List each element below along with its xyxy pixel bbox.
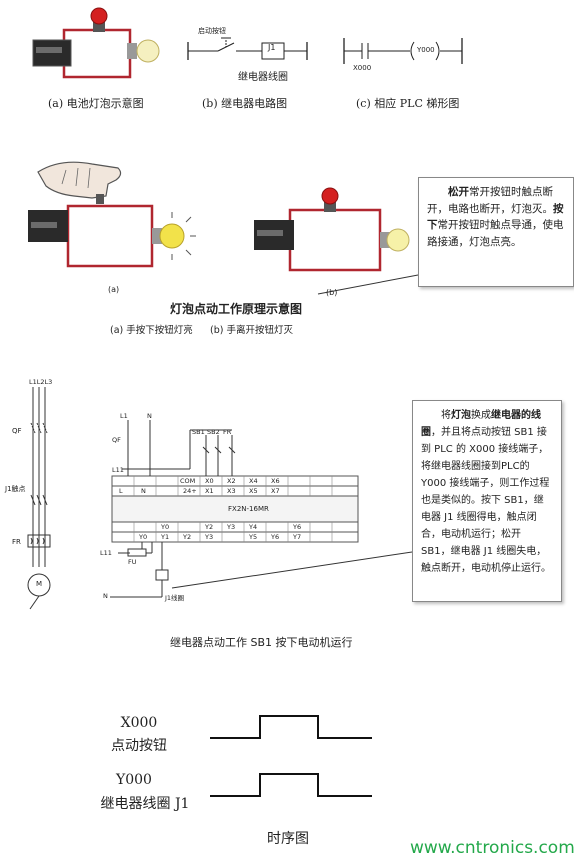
terminal-x5: X5 — [249, 487, 258, 495]
bulb-lit-icon — [159, 223, 185, 249]
terminal-x7: X7 — [271, 487, 280, 495]
y000-signal-desc: 继电器线圈 J1 — [100, 796, 190, 812]
y000-signal-label: Y000 — [116, 772, 152, 788]
qf-label-2: QF — [112, 436, 121, 444]
l11-label: L11 — [112, 466, 124, 474]
terminal-y1: Y1 — [161, 533, 170, 541]
j1-contact-label: J1触点 — [5, 485, 26, 493]
start-button-label: 启动按钮 — [198, 27, 226, 35]
relay-coil-label: 继电器线圈 — [238, 72, 288, 83]
terminal-y4: Y4 — [249, 523, 258, 531]
red-button-icon — [90, 7, 108, 25]
terminal-x6: X6 — [271, 477, 280, 485]
plc-model: FX2N-16MR — [228, 505, 269, 513]
terminal-x4: X4 — [249, 477, 258, 485]
fr-label: FR — [12, 538, 21, 546]
terminal-y2-lower: Y2 — [183, 533, 192, 541]
terminal-y0: Y0 — [161, 523, 170, 531]
terminal-y7: Y7 — [293, 533, 302, 541]
x000-waveform — [210, 715, 372, 739]
fu-label: FU — [128, 558, 137, 566]
terminal-x0: X0 — [205, 477, 214, 485]
terminal-y3: Y3 — [227, 523, 236, 531]
section3-title: 继电器点动工作 SB1 按下电动机运行 — [170, 636, 353, 649]
fr-label-2: FR — [223, 428, 232, 436]
subcaption-b: (b) 手离开按钮灯灭 — [210, 325, 293, 336]
watermark: www.cntronics.com — [410, 838, 574, 858]
bulb-operation-diagram — [28, 161, 419, 295]
terminal-y2: Y2 — [205, 523, 214, 531]
plc-wiring-diagram — [27, 387, 413, 610]
timing-diagram — [210, 715, 372, 797]
press-keyword: 按下 — [427, 202, 564, 232]
relay-callout: 将灯泡换成继电器的线圈，并且将点动按钮 SB1 接到 PLC 的 X000 接线… — [412, 400, 562, 602]
motor-label: M — [36, 580, 43, 588]
y000-label: Y000 — [417, 46, 435, 54]
release-keyword: 松开 — [448, 186, 469, 198]
terminal-24v: 24+ — [183, 487, 197, 495]
release-text: 常开按钮时触点断开，电路也断开，灯泡灭。 — [427, 186, 553, 215]
terminal-x1: X1 — [205, 487, 214, 495]
red-button-icon — [321, 187, 339, 205]
battery-bulb-diagram-a — [32, 7, 463, 79]
x000-signal-desc: 点动按钮 — [111, 738, 167, 754]
qf-label: QF — [12, 427, 22, 435]
terminal-x3: X3 — [227, 487, 236, 495]
sb1-label: SB1 — [192, 428, 205, 436]
caption-c: (c) 相应 PLC 梯形图 — [356, 97, 460, 110]
label-a: (a) — [108, 285, 120, 294]
terminal-y6: Y6 — [293, 523, 302, 531]
bulb-icon — [386, 228, 410, 252]
n-label: N — [147, 412, 152, 420]
hand-icon — [37, 161, 122, 199]
terminal-x2: X2 — [227, 477, 236, 485]
terminal-y0-lower: Y0 — [139, 533, 148, 541]
caption-b: (b) 继电器电路图 — [202, 97, 288, 110]
terminal-l: L — [119, 487, 123, 495]
x000-signal-label: X000 — [120, 715, 158, 731]
l11-label-2: L11 — [100, 549, 112, 557]
press-text: 常开按钮时触点导通，使电路接通，灯泡点亮。 — [427, 219, 564, 248]
x000-label: X000 — [353, 64, 372, 72]
j1-label: J1 — [268, 43, 276, 52]
n-label-2: N — [103, 592, 108, 600]
terminal-com: COM — [180, 477, 196, 485]
label-b: (b) — [326, 288, 338, 297]
terminal-n: N — [141, 487, 146, 495]
timing-title: 时序图 — [267, 831, 309, 847]
l1-label: L1 — [120, 412, 128, 420]
caption-a: (a) 电池灯泡示意图 — [48, 97, 144, 110]
terminal-y6-lower: Y6 — [271, 533, 280, 541]
bulb-icon — [136, 39, 160, 63]
subcaption-a: (a) 手按下按钮灯亮 — [110, 325, 193, 336]
j1-coil-label: J1线圈 — [165, 594, 185, 602]
y000-waveform — [210, 773, 372, 797]
terminal-y5: Y5 — [249, 533, 258, 541]
bulb-callout: 松开常开按钮时触点断开，电路也断开，灯泡灭。按下常开按钮时触点导通，使电路接通，… — [418, 177, 574, 287]
phase-labels: L1L2L3 — [29, 378, 53, 386]
sb2-label: SB2 — [207, 428, 220, 436]
terminal-y3-lower: Y3 — [205, 533, 214, 541]
section2-title: 灯泡点动工作原理示意图 — [170, 302, 303, 316]
